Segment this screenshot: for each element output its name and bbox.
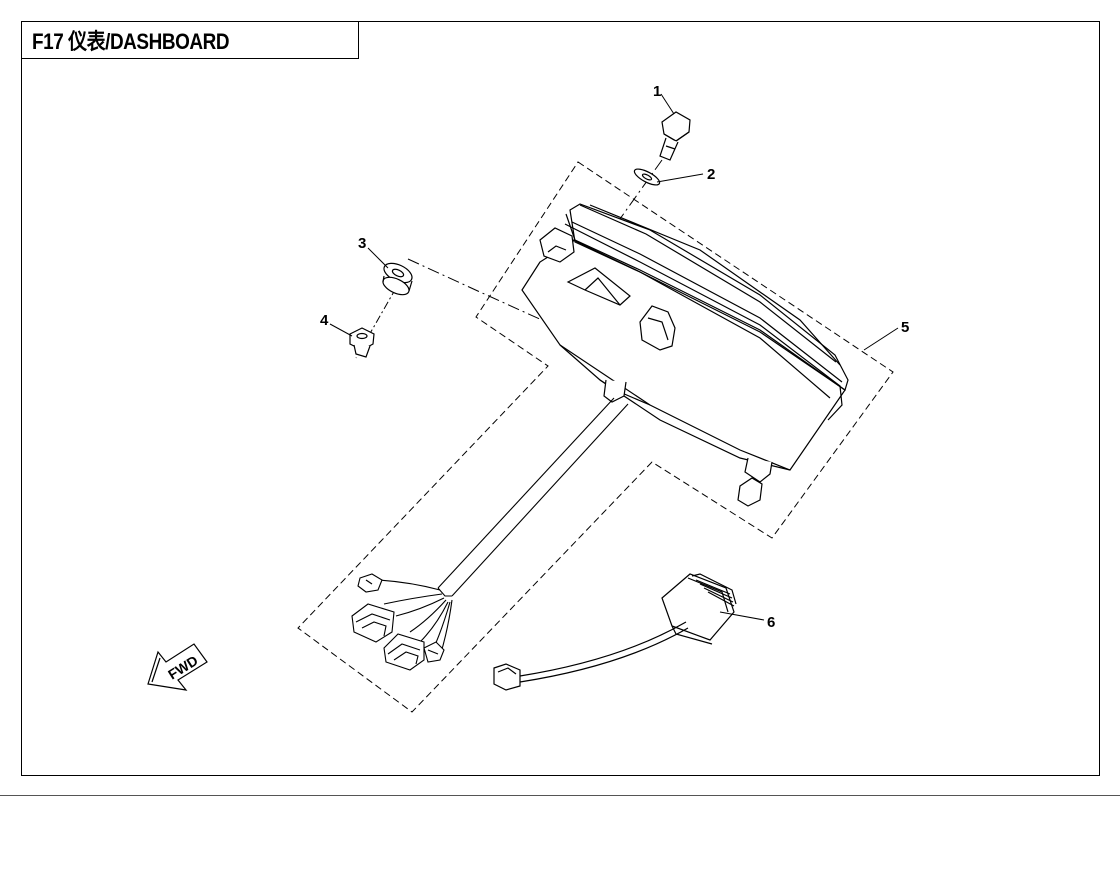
drawing-frame <box>21 21 1100 776</box>
callout-1: 1 <box>653 83 661 100</box>
part-6-sensor <box>493 573 737 691</box>
leader-4 <box>329 323 353 337</box>
callout-6: 6 <box>767 614 775 631</box>
part-2-washer <box>633 168 661 186</box>
page-title: F17 仪表/DASHBOARD <box>32 29 230 54</box>
callout-5: 5 <box>901 319 909 336</box>
dashboard-wiring-harness <box>351 397 629 671</box>
leader-2 <box>656 173 704 183</box>
leader-5 <box>863 327 899 351</box>
fwd-arrow-icon <box>147 643 208 691</box>
leader-3 <box>367 247 389 269</box>
part-3-grommet <box>382 262 413 296</box>
part-4-nut <box>349 327 375 358</box>
part-5-dashboard <box>521 203 849 507</box>
callout-3: 3 <box>358 235 366 252</box>
leader-1 <box>660 93 675 115</box>
title-box: F17 仪表/DASHBOARD <box>21 21 359 59</box>
callout-2: 2 <box>707 166 715 183</box>
callout-4: 4 <box>320 312 329 329</box>
bottom-divider <box>0 795 1120 796</box>
assembly-group-boundary <box>297 161 894 713</box>
leader-6 <box>719 611 765 621</box>
part-1-bolt <box>659 111 691 161</box>
